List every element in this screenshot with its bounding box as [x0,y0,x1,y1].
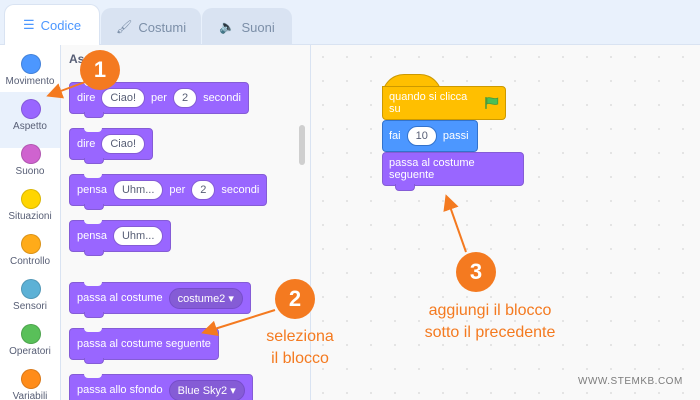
sensing-color-dot [21,279,41,299]
variables-color-dot [21,369,41,389]
tab-costumes-label: Costumi [138,19,187,35]
palette-scrollbar[interactable] [299,125,305,165]
text-input[interactable]: Ciao! [101,134,146,154]
tab-code-label: Codice [40,17,82,33]
block-text: passa al costume [77,292,163,304]
category-label: Aspetto [13,121,47,132]
block-text: dire [77,92,96,104]
block-think-for-secs[interactable]: pensa Uhm... per 2 secondi [69,174,268,210]
green-flag-icon [485,97,499,109]
category-control[interactable]: Controllo [0,227,60,283]
operators-color-dot [21,324,41,344]
block-text: passa allo sfondo [77,384,163,396]
block-text: passa al costume seguente [77,338,211,350]
category-menu: Movimento Aspetto Suono Situazioni Contr… [0,44,61,400]
dropdown-value: Blue Sky2 [177,384,228,397]
category-operators[interactable]: Operatori [0,317,60,373]
motion-color-dot [21,54,41,74]
text-input[interactable]: Ciao! [101,88,146,108]
backdrop-dropdown[interactable]: Blue Sky2 ▾ [168,379,245,400]
editor-tabs: ☰ Codice 🖌 Costumi 🔈 Suoni [0,0,700,45]
looks-color-dot [21,99,41,119]
sound-color-dot [21,144,41,164]
category-label: Sensori [13,301,47,312]
events-color-dot [21,189,41,209]
category-motion[interactable]: Movimento [0,47,60,103]
note-line: seleziona [266,328,334,345]
tab-sounds[interactable]: 🔈 Suoni [202,8,292,45]
block-say[interactable]: dire Ciao! [69,128,154,164]
code-icon: ☰ [22,17,35,32]
category-events[interactable]: Situazioni [0,182,60,238]
note-line: sotto il precedente [424,324,556,341]
category-label: Variabili [12,391,48,400]
block-switch-backdrop[interactable]: passa allo sfondo Blue Sky2 ▾ [69,374,253,400]
speaker-icon: 🔈 [219,19,236,34]
block-text: per [151,92,167,104]
block-text: dire [77,138,96,150]
category-looks[interactable]: Aspetto [0,92,60,148]
move-steps-block[interactable]: fai 10 passi [382,120,478,152]
category-label: Controllo [9,256,51,267]
block-switch-costume[interactable]: passa al costume costume2 ▾ [69,282,251,318]
next-costume-block[interactable]: passa al costume seguente [382,152,524,191]
block-next-costume[interactable]: passa al costume seguente [69,328,219,364]
tab-code[interactable]: ☰ Codice [4,4,100,45]
category-variables[interactable]: Variabili [0,362,60,400]
text-input[interactable]: Uhm... [112,226,164,246]
block-text: passa al costume seguente [389,157,475,181]
step-badge-2: 2 [275,279,315,319]
note-select-block: seleziona il blocco [250,326,350,370]
note-line: aggiungi il blocco [428,302,552,319]
block-text: fai [389,130,401,142]
text-input[interactable]: Uhm... [112,180,164,200]
category-label: Operatori [9,346,51,357]
tab-sounds-label: Suoni [241,19,275,35]
script-workspace[interactable] [311,44,700,400]
step-badge-1: 1 [80,50,120,90]
block-palette: Aspetto dire Ciao! per 2 secondi dire Ci… [61,44,311,400]
category-label: Movimento [5,76,55,87]
block-text: pensa [77,184,107,196]
editor-main: Movimento Aspetto Suono Situazioni Contr… [0,44,700,400]
step-badge-3: 3 [456,252,496,292]
category-label: Suono [15,166,45,177]
block-text: quando si clicca su [389,91,468,115]
brush-icon: 🖌 [115,19,133,34]
block-text: secondi [203,92,241,104]
watermark: WWW.STEMKB.COM [578,376,683,387]
category-sound[interactable]: Suono [0,137,60,193]
block-text: passi [442,130,469,142]
chevron-down-icon: ▾ [230,384,236,397]
number-input[interactable]: 10 [406,126,437,146]
hat-body: quando si clicca su [382,86,506,120]
dropdown-value: costume2 [177,292,226,305]
tab-costumes[interactable]: 🖌 Costumi [101,8,201,45]
chevron-down-icon: ▾ [228,292,234,305]
number-input[interactable]: 2 [172,88,198,108]
number-input[interactable]: 2 [191,180,216,200]
block-text: pensa [77,230,107,242]
note-line: il blocco [271,350,329,367]
costume-dropdown[interactable]: costume2 ▾ [168,287,243,309]
block-text: secondi [221,184,260,196]
block-think[interactable]: pensa Uhm... [69,220,172,256]
note-add-block: aggiungi il blocco sotto il precedente [405,300,575,344]
control-color-dot [21,234,41,254]
category-label: Situazioni [8,211,52,222]
when-flag-clicked-block[interactable]: quando si clicca su [382,74,506,120]
category-sensing[interactable]: Sensori [0,272,60,328]
block-text: per [169,184,186,196]
